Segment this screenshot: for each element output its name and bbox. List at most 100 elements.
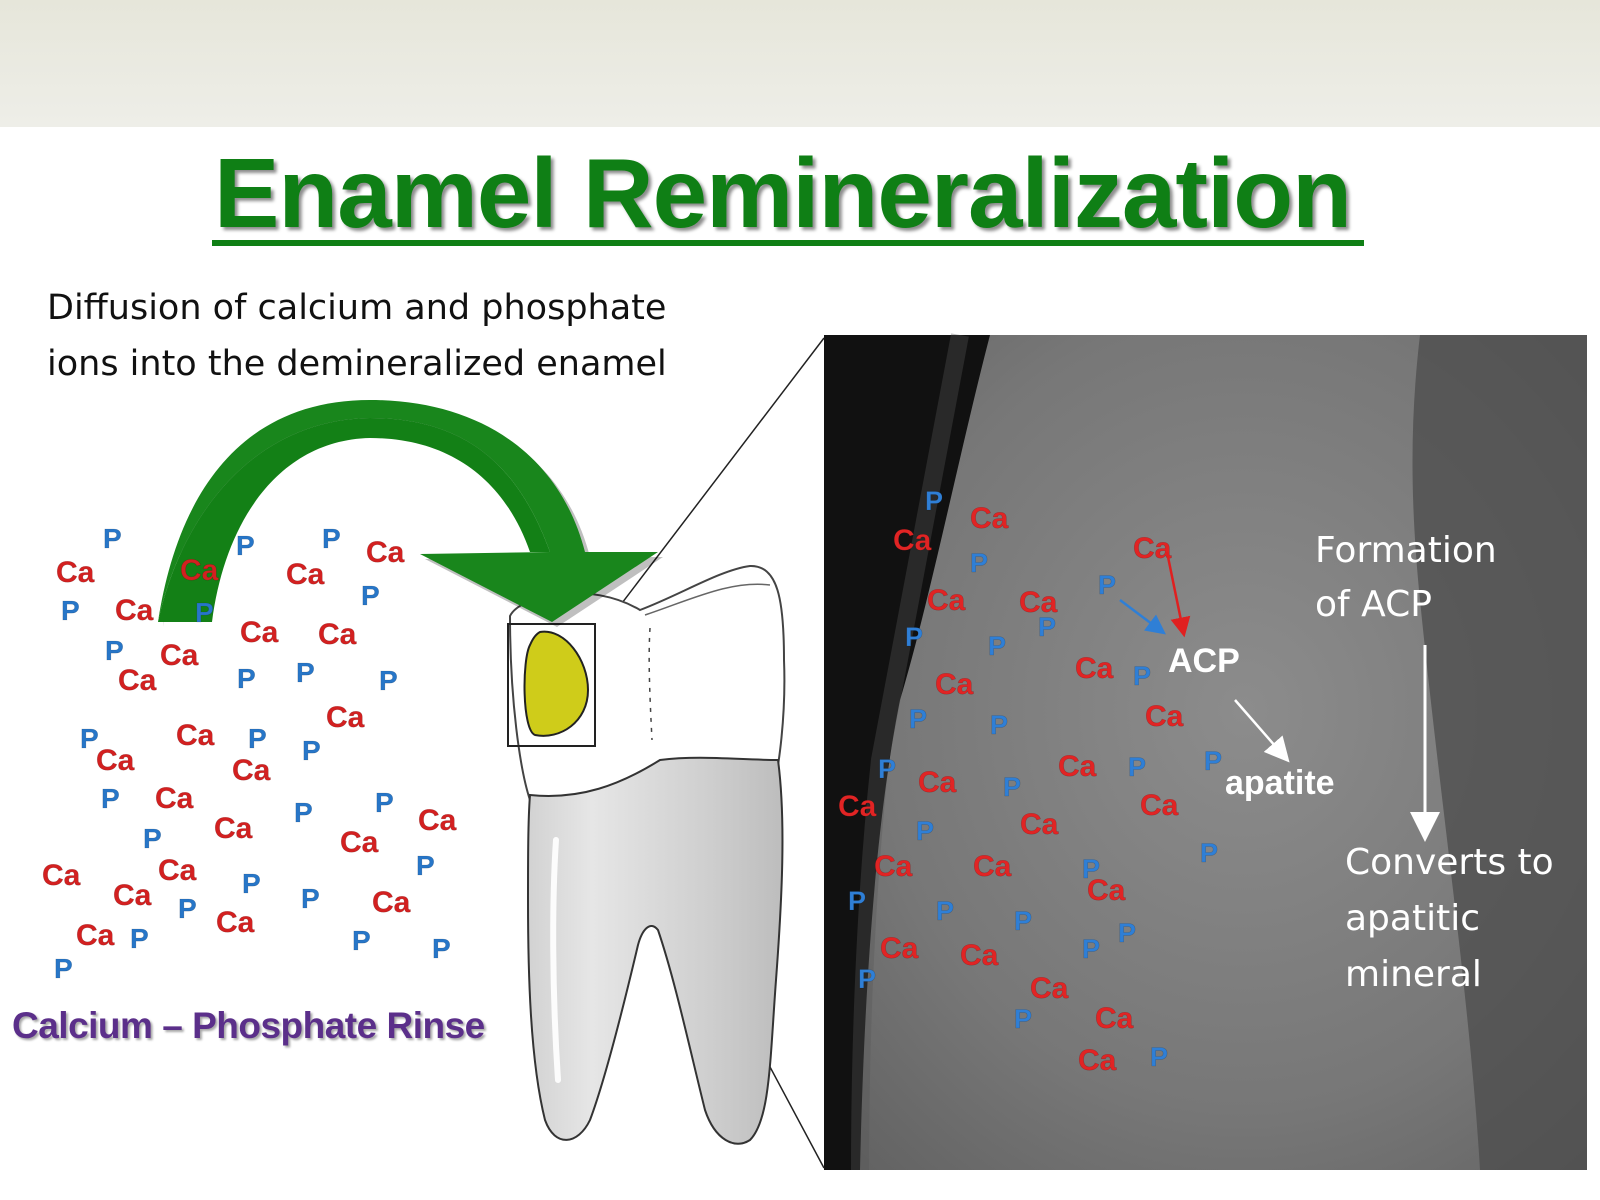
calcium-ion: Ca (1019, 586, 1058, 619)
calcium-ion: Ca (874, 850, 913, 883)
phosphate-ion: P (858, 964, 876, 994)
phosphate-ion: P (1082, 934, 1100, 964)
phosphate-ion: P (130, 923, 149, 954)
zoom-line-top (602, 337, 825, 629)
micrograph-panel (824, 333, 1587, 1171)
description-text: Diffusion of calcium and phosphate ions … (47, 280, 767, 392)
phosphate-to-acp-arrow (1119, 599, 1166, 635)
tooth-fissure (648, 627, 653, 741)
phosphate-ion: P (848, 886, 866, 916)
phosphate-ion: P (54, 953, 73, 984)
phosphate-ion: P (416, 850, 435, 881)
phosphate-ion: P (1014, 906, 1032, 936)
formation-line-1: Formation (1315, 530, 1497, 571)
phosphate-ion: P (432, 933, 451, 964)
calcium-ion: Ca (113, 879, 152, 912)
calcium-ion: Ca (96, 744, 135, 777)
calcium-ion: Ca (935, 668, 974, 701)
phosphate-ion: P (178, 893, 197, 924)
calcium-ion: Ca (118, 664, 157, 697)
calcium-ion: Ca (1145, 700, 1184, 733)
phosphate-ion: P (1082, 854, 1100, 884)
calcium-ion: Ca (76, 919, 115, 952)
calcium-ion: Ca (158, 854, 197, 887)
tooth-cusp-line (644, 583, 771, 616)
calcium-ion: Ca (1078, 1044, 1117, 1077)
phosphate-ion: P (302, 735, 321, 766)
calcium-ion: Ca (927, 584, 966, 617)
calcium-ion: Ca (115, 594, 154, 627)
phosphate-ion: P (375, 787, 394, 818)
title-underline (212, 240, 1364, 246)
phosphate-ion: P (1150, 1042, 1168, 1072)
phosphate-ion: P (248, 723, 267, 754)
calcium-ion: Ca (918, 766, 957, 799)
calcium-ion: Ca (160, 639, 199, 672)
curved-arrow-shape (158, 400, 658, 622)
calcium-ion: Ca (838, 790, 877, 823)
tooth-highlight (550, 837, 561, 1083)
micrograph-dark-edge (824, 335, 990, 1170)
tooth-root (526, 756, 784, 1145)
formation-line-2: of ACP (1315, 584, 1432, 625)
apatite-label: apatite (1225, 764, 1335, 802)
acp-label: ACP (1168, 642, 1240, 680)
slide-header-band (0, 0, 1600, 127)
calcium-ion: Ca (286, 558, 325, 591)
phosphate-ion: P (361, 580, 380, 611)
micrograph-dark-band (1412, 335, 1587, 1170)
tooth-illustration (507, 564, 786, 1145)
curved-arrow-body (158, 418, 550, 622)
calcium-ion: Ca (970, 502, 1009, 535)
phosphate-ion: P (905, 622, 923, 652)
converts-line-2: apatitic (1345, 898, 1480, 939)
calcium-ion: Ca (326, 701, 365, 734)
phosphate-ion: P (61, 595, 80, 626)
calcium-ion: Ca (1133, 532, 1172, 565)
converts-line-3: mineral (1345, 954, 1482, 995)
description-line-2: ions into the demineralized enamel (47, 344, 667, 384)
calcium-ion: Ca (216, 906, 255, 939)
phosphate-ion: P (1014, 1004, 1032, 1034)
calcium-ion: Ca (1095, 1002, 1134, 1035)
calcium-ion: Ca (1020, 808, 1059, 841)
calcium-ion: Ca (240, 616, 279, 649)
demineralized-lesion (523, 630, 590, 737)
calcium-ion: Ca (1087, 874, 1126, 907)
slide-title: Enamel Remineralization (214, 138, 1352, 248)
phosphate-ion: P (1128, 752, 1146, 782)
calcium-ion: Ca (318, 618, 357, 651)
calcium-ion: Ca (366, 536, 405, 569)
phosphate-ion: P (80, 723, 99, 754)
calcium-ion: Ca (372, 886, 411, 919)
phosphate-ion: P (970, 548, 988, 578)
calcium-to-acp-arrow (1165, 551, 1191, 638)
calcium-ion: Ca (56, 556, 95, 589)
phosphate-ion: P (909, 704, 927, 734)
calcium-ion: Ca (176, 719, 215, 752)
converts-line-1: Converts to (1345, 842, 1554, 883)
calcium-ion: Ca (232, 754, 271, 787)
phosphate-ion: P (1003, 772, 1021, 802)
phosphate-ion: P (195, 597, 214, 628)
phosphate-ion: P (1133, 661, 1151, 691)
calcium-ion: Ca (418, 804, 457, 837)
calcium-ion: Ca (155, 782, 194, 815)
calcium-ion: Ca (1058, 750, 1097, 783)
phosphate-ion: P (236, 530, 255, 561)
phosphate-ion: P (936, 896, 954, 926)
diffusion-arrow (158, 400, 663, 627)
calcium-ion: Ca (1030, 972, 1069, 1005)
calcium-ion: Ca (42, 859, 81, 892)
calcium-ion: Ca (180, 554, 219, 587)
phosphate-ion: P (101, 783, 120, 814)
calcium-ion: Ca (1140, 789, 1179, 822)
acp-to-apatite-arrow (1234, 699, 1290, 763)
phosphate-ion: P (1118, 918, 1136, 948)
lesion-zoom-box (507, 623, 596, 747)
phosphate-ion: P (925, 486, 943, 516)
phosphate-ion: P (1098, 570, 1116, 600)
calcium-ion: Ca (893, 524, 932, 557)
